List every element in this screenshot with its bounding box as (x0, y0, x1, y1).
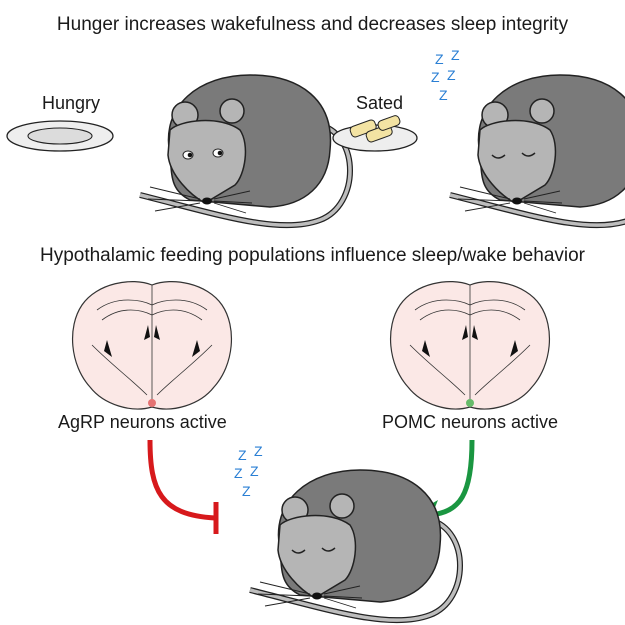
hungry-label: Hungry (42, 93, 101, 113)
zzz-icon-bottom (234, 443, 263, 499)
empty-plate (6, 120, 114, 152)
sleeping-mouse-bottom (250, 470, 460, 620)
sated-label: Sated (356, 93, 404, 113)
agrp-label: AgRP neurons active (58, 412, 227, 432)
bottom-panel-title: Hypothalamic feeding populations influen… (39, 245, 586, 266)
brain-pomc (389, 281, 551, 410)
sated-sleeping-mouse (450, 75, 625, 225)
top-panel-title: Hunger increases wakefulness and decreas… (56, 14, 569, 35)
inhibition-arrow (147, 439, 219, 534)
hungry-mouse (140, 75, 350, 225)
zzz-icon-top (431, 47, 460, 103)
pomc-label: POMC neurons active (382, 412, 559, 432)
full-plate (332, 115, 418, 152)
brain-agrp (71, 281, 233, 410)
